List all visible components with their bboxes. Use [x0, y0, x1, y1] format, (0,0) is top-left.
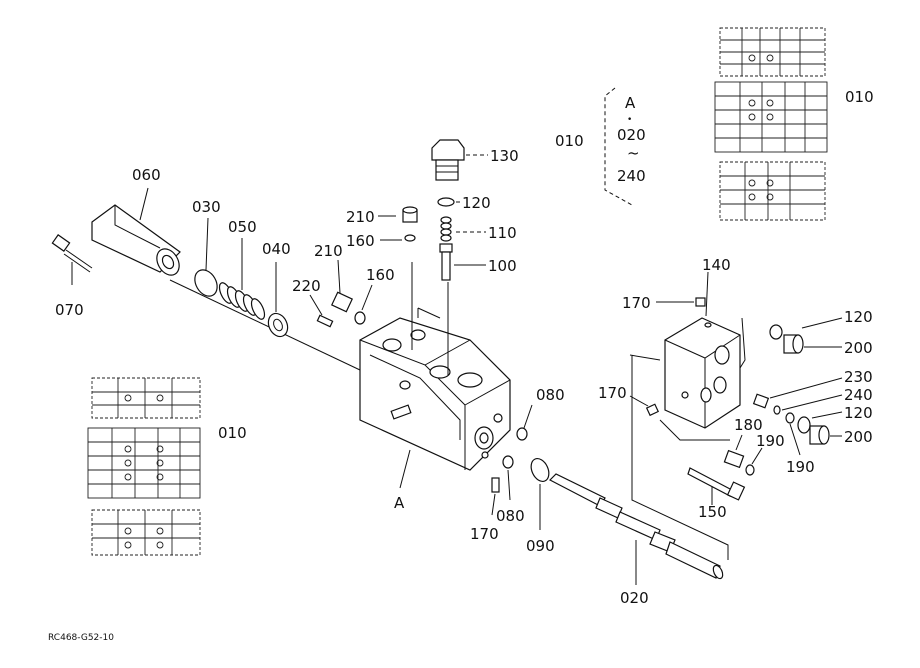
schematic-thumbnail-bottom [87, 377, 201, 556]
label-100: 100 [488, 257, 517, 275]
part-100-pin [439, 243, 453, 281]
part-120-oring-right-upper [769, 324, 783, 340]
part-060-cylinder [91, 204, 181, 276]
valve-body [359, 317, 511, 471]
bracket-note-tilde: ~ [627, 144, 640, 162]
label-190-lower: 190 [756, 432, 785, 450]
label-210-side: 210 [314, 242, 343, 260]
label-010-right: 010 [845, 88, 874, 106]
part-150-bolt [687, 467, 746, 501]
label-020: 020 [620, 589, 649, 607]
label-150: 150 [698, 503, 727, 521]
label-050: 050 [228, 218, 257, 236]
part-190-washer-lower [745, 464, 755, 476]
part-190-washer-right [785, 412, 795, 424]
label-240: 240 [844, 386, 873, 404]
label-120-right-lower: 120 [844, 404, 873, 422]
bracket-note-to: 240 [617, 167, 646, 185]
footer-code: RC468-G52-10 [48, 633, 114, 643]
part-240-washer [773, 405, 781, 415]
part-220-pin [316, 314, 334, 328]
label-170-lower: 170 [470, 525, 499, 543]
label-160-top: 160 [346, 232, 375, 250]
label-070: 070 [55, 301, 84, 319]
label-180: 180 [734, 416, 763, 434]
part-170-setscrew-left [645, 403, 660, 417]
part-170-setscrew-lower [491, 477, 500, 493]
label-060: 060 [132, 166, 161, 184]
part-030-oring [194, 269, 218, 297]
label-200-upper: 200 [844, 339, 873, 357]
part-200-plug-upper [783, 334, 804, 354]
part-230-fitting [752, 393, 770, 409]
part-180-plug [723, 449, 745, 469]
label-a: A [394, 494, 405, 512]
part-120-oring-right-lower [797, 416, 811, 434]
label-170-left: 170 [598, 384, 627, 402]
part-080-oring-lower [502, 455, 514, 469]
part-160-washer-top [404, 234, 416, 242]
label-120-top: 120 [462, 194, 491, 212]
part-210-plug-top [402, 206, 418, 223]
part-050-spring [218, 282, 266, 320]
part-210-plug-side [330, 291, 354, 313]
bracket-note-from: 020 [617, 126, 646, 144]
part-170-setscrew-top [695, 297, 706, 307]
part-070-bolt [51, 234, 93, 273]
part-140-block [664, 317, 741, 429]
label-210-top: 210 [346, 208, 375, 226]
part-090-oring [530, 458, 550, 482]
label-170-top: 170 [622, 294, 651, 312]
part-120-oring-top [437, 197, 455, 207]
label-200-lower: 200 [844, 428, 873, 446]
part-160-washer-side [354, 311, 366, 325]
label-120-right-upper: 120 [844, 308, 873, 326]
label-140: 140 [702, 256, 731, 274]
label-010-left: 010 [218, 424, 247, 442]
label-040: 040 [262, 240, 291, 258]
schematic-thumbnail-top [714, 27, 828, 221]
part-040-cap [267, 312, 289, 338]
label-160-side: 160 [366, 266, 395, 284]
label-030: 030 [192, 198, 221, 216]
label-010-center: 010 [555, 132, 584, 150]
label-080-lower: 080 [496, 507, 525, 525]
bracket-note-top: A [625, 94, 636, 112]
part-110-spring [440, 216, 452, 242]
label-080-upper: 080 [536, 386, 565, 404]
bracket-note: A • 020 ~ 240 [604, 87, 646, 206]
part-020-spool [548, 473, 724, 580]
label-190-right: 190 [786, 458, 815, 476]
label-090: 090 [526, 537, 555, 555]
part-130-cap [431, 139, 465, 181]
label-110: 110 [488, 224, 517, 242]
part-200-plug-lower [809, 425, 830, 445]
bracket-note-bullet: • [627, 115, 632, 125]
label-130: 130 [490, 147, 519, 165]
label-220: 220 [292, 277, 321, 295]
label-230: 230 [844, 368, 873, 386]
part-080-oring-upper [516, 427, 528, 441]
